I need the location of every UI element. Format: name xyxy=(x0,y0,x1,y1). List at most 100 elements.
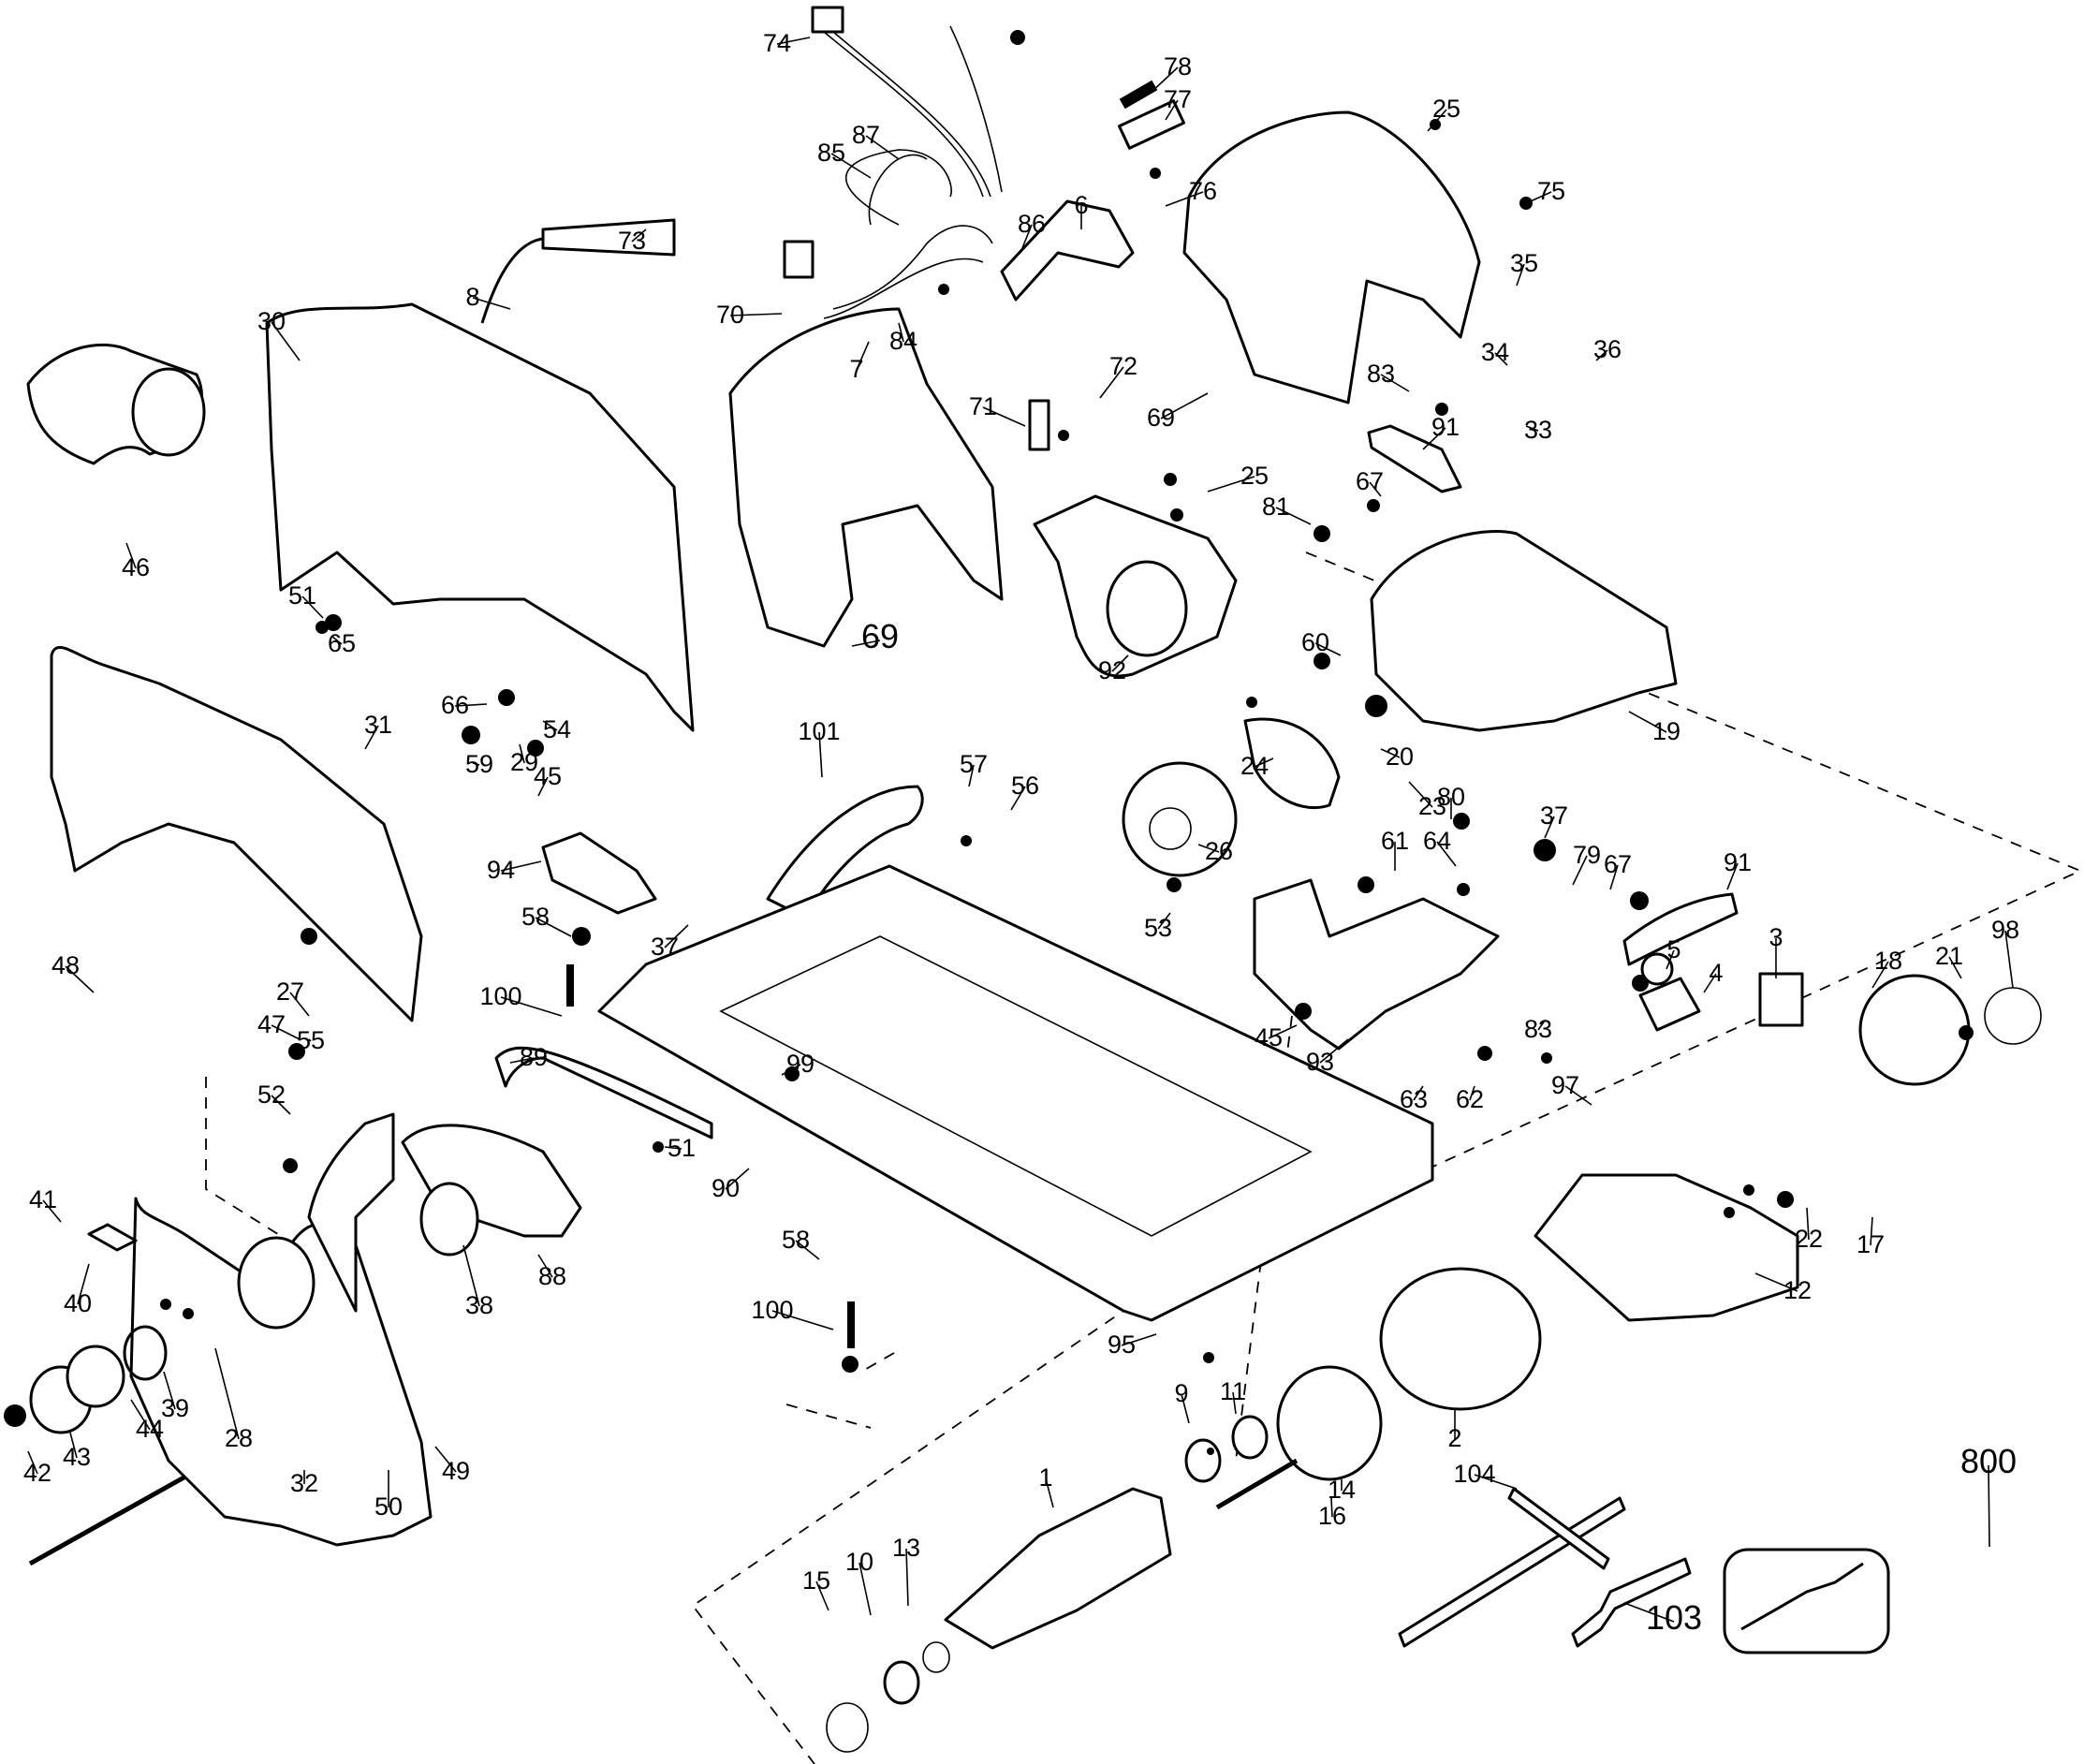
leader-line-92 xyxy=(1111,654,1129,672)
callout-label-5: 5 xyxy=(1666,935,1680,963)
callout-label-19: 19 xyxy=(1652,717,1680,745)
callout-label-26: 26 xyxy=(1205,837,1233,865)
callout-label-21: 21 xyxy=(1935,942,1963,970)
part-94-bracket xyxy=(541,831,657,915)
callout-label-13: 13 xyxy=(892,1534,920,1562)
callout-label-54: 54 xyxy=(543,715,571,743)
leader-line-63 xyxy=(1413,1085,1424,1101)
leader-line-83b xyxy=(1537,1020,1546,1031)
part-31-guard-cover xyxy=(50,645,423,1022)
callout-label-79: 79 xyxy=(1573,841,1601,869)
shoe-inner-outline xyxy=(719,935,1313,1237)
leader-line-36 xyxy=(1595,349,1608,361)
leader-line-59 xyxy=(472,762,480,766)
part-2-field xyxy=(1379,1267,1542,1411)
leader-line-22 xyxy=(1806,1207,1810,1241)
leader-line-52 xyxy=(271,1095,291,1115)
leader-line-58a xyxy=(535,917,572,937)
callout-label-15: 15 xyxy=(802,1566,830,1595)
callout-label-43: 43 xyxy=(63,1443,91,1471)
callout-label-33: 33 xyxy=(1524,416,1552,444)
part-89-rod xyxy=(494,1046,713,1139)
leader-line-39 xyxy=(163,1371,176,1410)
leader-line-86 xyxy=(1020,224,1033,254)
leader-line-87 xyxy=(865,135,900,160)
callout-label-69b: 69 xyxy=(861,617,899,655)
part-3-brush-holder xyxy=(1758,972,1804,1027)
callout-label-87: 87 xyxy=(852,121,880,149)
part-101-lever xyxy=(766,785,924,919)
part-78-spring xyxy=(1119,80,1158,110)
callout-label-90: 90 xyxy=(712,1174,740,1202)
part-70-terminal-block xyxy=(783,240,815,279)
leader-line-62 xyxy=(1469,1085,1475,1101)
callout-label-51b: 51 xyxy=(668,1134,696,1162)
callout-label-32: 32 xyxy=(290,1469,318,1497)
leader-line-51b xyxy=(664,1146,682,1150)
part-13-washer xyxy=(922,1641,950,1673)
leader-line-74 xyxy=(776,37,811,45)
callout-label-9: 9 xyxy=(1174,1379,1188,1407)
part-77-holder xyxy=(1118,99,1185,150)
part-38-spring xyxy=(419,1182,479,1257)
leader-line-75 xyxy=(1523,191,1552,205)
leader-line-100a xyxy=(500,996,563,1017)
callout-label-72: 72 xyxy=(1109,352,1137,380)
leader-line-37b xyxy=(664,924,689,948)
callout-label-93: 93 xyxy=(1306,1048,1334,1076)
leader-line-19 xyxy=(1628,711,1667,733)
callout-label-2: 2 xyxy=(1447,1424,1461,1452)
callout-label-25b: 25 xyxy=(1240,462,1269,490)
callout-label-66: 66 xyxy=(441,691,469,719)
assembly-outline-base xyxy=(785,1352,895,1429)
callout-label-95: 95 xyxy=(1108,1330,1136,1359)
callout-label-73: 73 xyxy=(618,227,646,255)
callout-label-83b: 83 xyxy=(1524,1015,1552,1043)
part-10-bearing xyxy=(883,1660,920,1705)
callout-label-103: 103 xyxy=(1646,1598,1702,1637)
part-69-handle-half-right xyxy=(1182,110,1481,404)
leader-line-9 xyxy=(1181,1393,1190,1424)
callout-label-23: 23 xyxy=(1418,792,1446,820)
callout-label-97: 97 xyxy=(1551,1071,1579,1099)
part-74-wire-connector xyxy=(811,6,1003,198)
part-73-cord-protector xyxy=(480,218,676,324)
callout-label-52: 52 xyxy=(257,1080,286,1109)
leader-line-98 xyxy=(2004,930,2014,989)
callout-label-41: 41 xyxy=(29,1185,57,1213)
leader-line-10 xyxy=(859,1562,872,1616)
leader-line-88 xyxy=(537,1254,553,1278)
leader-line-31 xyxy=(364,725,379,750)
leader-line-35 xyxy=(1516,263,1525,287)
leader-line-65 xyxy=(331,636,343,645)
callout-label-40: 40 xyxy=(64,1289,92,1317)
leader-line-18 xyxy=(1871,961,1889,989)
callout-label-76: 76 xyxy=(1189,177,1217,205)
callout-label-58a: 58 xyxy=(521,903,550,931)
callout-label-49: 49 xyxy=(442,1457,470,1485)
callout-label-85: 85 xyxy=(817,139,845,167)
callout-label-11: 11 xyxy=(1220,1377,1246,1405)
part-18-end-cap xyxy=(1858,974,1971,1086)
part-23-spindle-gear xyxy=(1243,717,1341,810)
part-32-guard-hub xyxy=(237,1236,316,1330)
guide-line-48 xyxy=(205,1077,282,1237)
part-11-ring xyxy=(1231,1415,1269,1460)
callout-label-3: 3 xyxy=(1768,923,1783,951)
callout-label-98: 98 xyxy=(1991,916,2019,944)
callout-label-81: 81 xyxy=(1262,492,1290,521)
leader-line-72 xyxy=(1099,366,1124,399)
leader-line-8 xyxy=(472,297,511,310)
callout-label-7: 7 xyxy=(849,355,863,383)
leader-line-79 xyxy=(1572,855,1588,886)
callout-label-100b: 100 xyxy=(751,1296,793,1324)
part-98-label-disc xyxy=(1984,987,2042,1045)
leader-line-66 xyxy=(454,703,488,707)
leader-line-5 xyxy=(1666,949,1675,970)
part-16-screw xyxy=(1215,1458,1299,1510)
callout-label-25a: 25 xyxy=(1432,95,1460,123)
leader-line-4 xyxy=(1703,973,1717,993)
part-15-ring xyxy=(826,1702,869,1753)
